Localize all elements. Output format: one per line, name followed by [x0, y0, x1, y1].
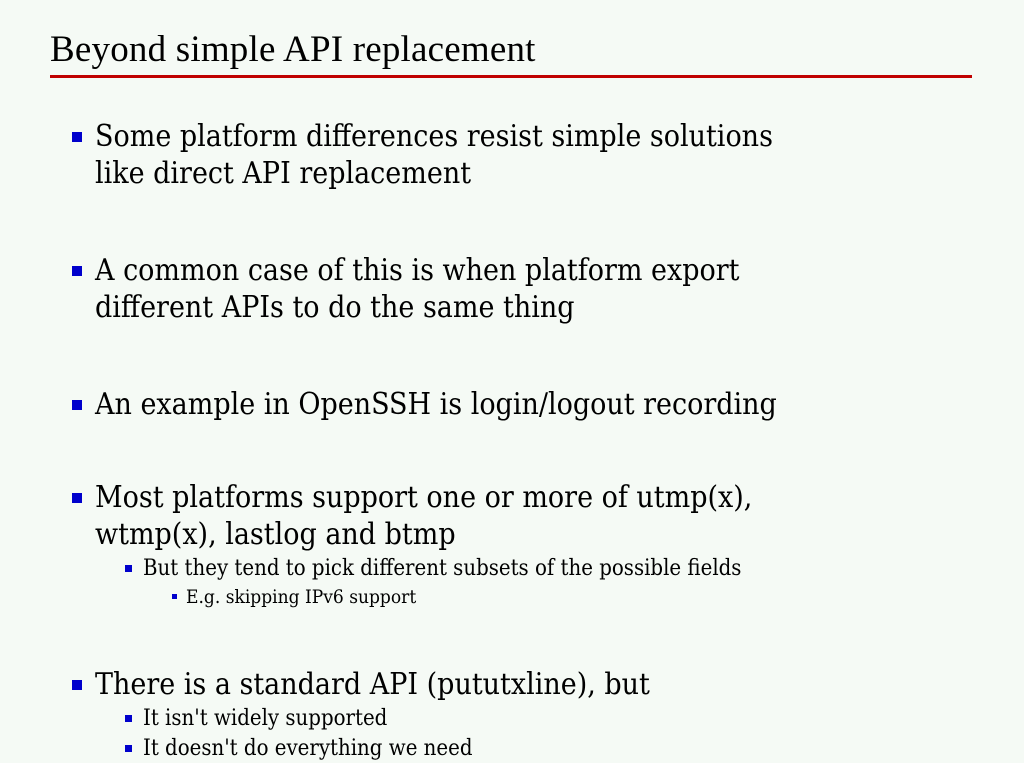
bullet-line: Most platforms support one or more of ut…: [95, 480, 753, 515]
bullet-line: Some platform differences resist simple …: [95, 119, 773, 154]
bullet-square-icon: [172, 594, 177, 599]
bullet-square-icon: [125, 715, 132, 722]
spacer: [0, 610, 1024, 648]
bullet-text: An example in OpenSSH is login/logout re…: [95, 386, 1024, 423]
spacer: [0, 326, 1024, 368]
bullet-item-level1: Most platforms support one or more of ut…: [0, 479, 1024, 553]
bullet-item-level2: It isn't widely supported: [0, 704, 1024, 733]
bullet-item-level2: But they tend to pick different subsets …: [0, 554, 1024, 583]
bullet-text: But they tend to pick different subsets …: [143, 556, 742, 581]
bullet-square-icon: [72, 400, 82, 410]
spacer: [0, 423, 1024, 461]
bullet-text: A common case of this is when platform e…: [95, 252, 1024, 326]
bullet-item-level3: E.g. skipping IPv6 support: [0, 584, 1024, 610]
bullet-text: E.g. skipping IPv6 support: [186, 586, 417, 608]
bullet-square-icon: [125, 745, 132, 752]
title-underline-rule: [50, 75, 972, 78]
bullet-square-icon: [125, 565, 132, 572]
bullet-text: There is a standard API (pututxline), bu…: [95, 666, 1024, 703]
bullet-square-icon: [72, 680, 82, 690]
slide-title-block: Beyond simple API replacement: [50, 28, 972, 78]
slide: Beyond simple API replacement Some platf…: [50, 28, 972, 761]
bullet-square-icon: [72, 493, 82, 503]
spacer: [0, 192, 1024, 234]
bullet-text: Some platform differences resist simple …: [95, 118, 1024, 192]
bullet-line: There is a standard API (pututxline), bu…: [95, 667, 650, 702]
bullet-item-level1: There is a standard API (pututxline), bu…: [0, 666, 1024, 703]
bullet-item-level1: Some platform differences resist simple …: [0, 118, 1024, 192]
bullet-item-level1: An example in OpenSSH is login/logout re…: [0, 386, 1024, 423]
bullet-item-level2: It doesn't do everything we need: [0, 734, 1024, 763]
bullet-line: different APIs to do the same thing: [95, 290, 575, 325]
bullet-square-icon: [72, 266, 82, 276]
bullet-line: like direct API replacement: [95, 156, 472, 191]
bullet-square-icon: [72, 132, 82, 142]
bullet-line: wtmp(x), lastlog and btmp: [95, 517, 456, 552]
bullet-text: It doesn't do everything we need: [143, 736, 473, 761]
bullet-line: A common case of this is when platform e…: [95, 253, 740, 288]
page-title: Beyond simple API replacement: [50, 29, 536, 70]
bullet-text: It isn't widely supported: [143, 706, 388, 731]
bullet-line: An example in OpenSSH is login/logout re…: [95, 387, 777, 422]
slide-body: Some platform differences resist simple …: [0, 100, 1024, 763]
bullet-text: Most platforms support one or more of ut…: [95, 479, 1024, 553]
bullet-item-level1: A common case of this is when platform e…: [0, 252, 1024, 326]
